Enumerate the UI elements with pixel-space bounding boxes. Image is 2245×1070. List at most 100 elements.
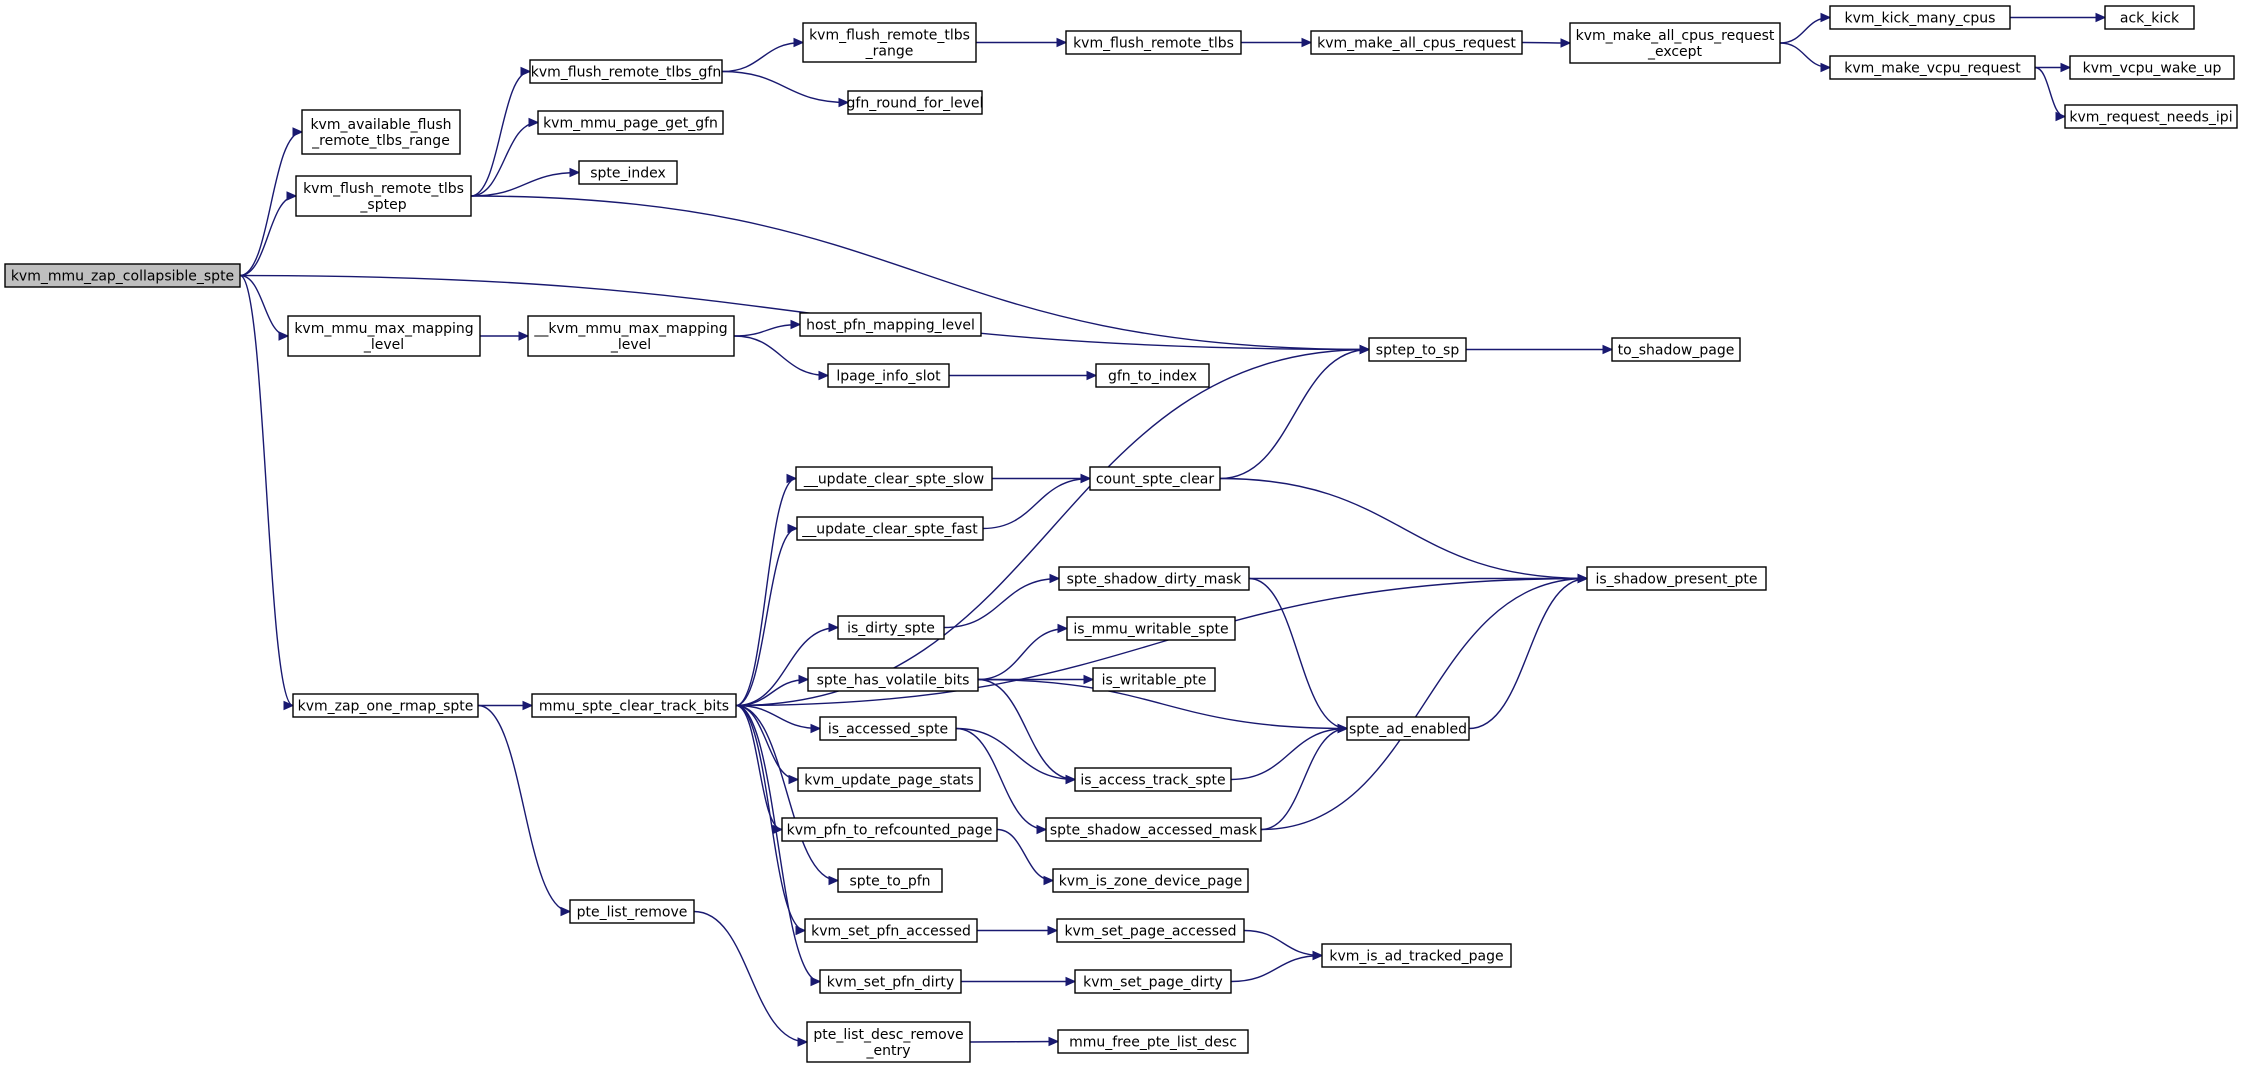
node-label: kvm_vcpu_wake_up: [2083, 61, 2222, 77]
arrowhead: [292, 127, 304, 137]
node-gfn-round-for-level[interactable]: gfn_round_for_level: [847, 90, 984, 115]
node-box: [301, 109, 461, 155]
node-box: [1368, 337, 1467, 362]
node-mmu-spte-clear-track-bits[interactable]: mmu_spte_clear_track_bits: [531, 693, 737, 718]
node-spte-shadow-dirty-mask[interactable]: spte_shadow_dirty_mask: [1058, 566, 1250, 591]
node-kvm-vcpu-wake-up[interactable]: kvm_vcpu_wake_up: [2069, 55, 2235, 80]
edge-kvm_pfn_to_refcounted_page-to-kvm_is_zone_device_page: [996, 828, 1054, 882]
node-pte-list-desc-remove-entry[interactable]: pte_list_desc_remove_entry: [806, 1021, 971, 1063]
node-kvm-flush-remote-tlbs-gfn[interactable]: kvm_flush_remote_tlbs_gfn: [529, 59, 723, 84]
node-label: kvm_request_needs_ipi: [2069, 110, 2232, 126]
node-kvm-zap-one-rmap-spte[interactable]: kvm_zap_one_rmap_spte: [292, 693, 479, 718]
node-mmu-free-pte-list-desc[interactable]: mmu_free_pte_list_desc: [1057, 1029, 1249, 1054]
node-label: spte_has_volatile_bits: [817, 673, 970, 689]
node-kvm-pfn-to-refcounted-page[interactable]: kvm_pfn_to_refcounted_page: [781, 817, 998, 842]
node-box: [1058, 566, 1250, 591]
edge-kvm_flush_remote_tlbs_sptep-to-kvm_flush_remote_tlbs_gfn: [470, 70, 531, 197]
arrowhead: [1577, 573, 1589, 584]
node-to-shadow-page[interactable]: to_shadow_page: [1611, 337, 1741, 362]
node-box: [1066, 616, 1236, 641]
node-kvm-set-pfn-accessed[interactable]: kvm_set_pfn_accessed: [804, 918, 978, 943]
node-spte-index[interactable]: spte_index: [578, 160, 678, 185]
arrowhead: [1036, 824, 1048, 835]
edge-kvm_mmu_zap_collapsible_spte-to-kvm_mmu_max_mapping_level: [239, 274, 289, 337]
node-is-writable-pte[interactable]: is_writable_pte: [1092, 667, 1216, 692]
node-label: kvm_set_pfn_accessed: [811, 924, 971, 940]
arrowhead: [798, 674, 810, 685]
node-kvm-flush-remote-tlbs-sptep[interactable]: kvm_flush_remote_tlbs_sptep: [295, 175, 472, 217]
node-pte-list-remove[interactable]: pte_list_remove: [569, 899, 695, 924]
arrowhead: [1056, 37, 1068, 48]
node-kvm-set-page-accessed[interactable]: kvm_set_page_accessed: [1056, 918, 1245, 943]
node-label: kvm_flush_remote_tlbs: [809, 28, 970, 44]
node-label: is_writable_pte: [1102, 673, 1207, 689]
node---kvm-mmu-max-mapping-level[interactable]: __kvm_mmu_max_mapping_level: [527, 315, 735, 357]
node-kvm-update-page-stats[interactable]: kvm_update_page_stats: [797, 767, 981, 792]
node-kvm-make-vcpu-request[interactable]: kvm_make_vcpu_request: [1829, 55, 2036, 80]
node-gfn-to-index[interactable]: gfn_to_index: [1095, 363, 1210, 388]
arrowhead: [1083, 674, 1095, 685]
edge-spte_shadow_accessed_mask-to-is_shadow_present_pte: [1260, 577, 1588, 831]
node-label: kvm_make_all_cpus_request: [1317, 36, 1516, 52]
node-label: is_mmu_writable_spte: [1073, 622, 1228, 638]
arrowhead: [1560, 38, 1572, 48]
node-label: __update_clear_spte_slow: [803, 472, 984, 488]
node-host-pfn-mapping-level[interactable]: host_pfn_mapping_level: [799, 312, 982, 337]
node-kvm-mmu-max-mapping-level[interactable]: kvm_mmu_max_mapping_level: [287, 315, 481, 357]
edge-__kvm_mmu_max_mapping_level-to-host_pfn_mapping_level: [733, 323, 801, 337]
node-box: [795, 466, 993, 491]
node-kvm-request-needs-ipi[interactable]: kvm_request_needs_ipi: [2064, 104, 2238, 129]
arrowhead: [1312, 950, 1324, 961]
edge-mmu_spte_clear_track_bits-to-__update_clear_spte_slow: [735, 477, 797, 707]
node-kvm-flush-remote-tlbs[interactable]: kvm_flush_remote_tlbs: [1065, 30, 1242, 55]
node-count-spte-clear[interactable]: count_spte_clear: [1089, 466, 1221, 491]
node-kvm-available-flush-remote-tlbs-range[interactable]: kvm_available_flush_remote_tlbs_range: [301, 109, 461, 155]
node-kvm-set-page-dirty[interactable]: kvm_set_page_dirty: [1074, 969, 1232, 994]
node-spte-ad-enabled[interactable]: spte_ad_enabled: [1346, 716, 1470, 741]
node-kvm-is-zone-device-page[interactable]: kvm_is_zone_device_page: [1052, 868, 1249, 893]
node-label: kvm_mmu_zap_collapsible_spte: [11, 269, 234, 285]
node-box: [797, 767, 981, 792]
node-kvm-make-all-cpus-request[interactable]: kvm_make_all_cpus_request: [1310, 30, 1523, 55]
arrowhead: [1043, 875, 1055, 886]
arrowhead: [1057, 623, 1069, 634]
arrowhead: [1065, 976, 1077, 987]
node---update-clear-spte-fast[interactable]: __update_clear_spte_fast: [796, 516, 984, 541]
node-is-dirty-spte[interactable]: is_dirty_spte: [837, 615, 945, 640]
node-spte-has-volatile-bits[interactable]: spte_has_volatile_bits: [807, 667, 979, 692]
node-label: is_access_track_spte: [1080, 773, 1225, 789]
node-kvm-is-ad-tracked-page[interactable]: kvm_is_ad_tracked_page: [1321, 943, 1512, 968]
edge-kvm_set_page_accessed-to-kvm_is_ad_tracked_page: [1243, 929, 1323, 957]
node-spte-to-pfn[interactable]: spte_to_pfn: [837, 868, 943, 893]
node-kvm-set-pfn-dirty[interactable]: kvm_set_pfn_dirty: [819, 969, 962, 994]
node-box: [292, 693, 479, 718]
node-is-mmu-writable-spte[interactable]: is_mmu_writable_spte: [1066, 616, 1236, 641]
node-kvm-flush-remote-tlbs-range[interactable]: kvm_flush_remote_tlbs_range: [802, 22, 977, 63]
node-label: __kvm_mmu_max_mapping: [533, 321, 727, 337]
node-label: count_spte_clear: [1096, 472, 1215, 488]
node-lpage-info-slot[interactable]: lpage_info_slot: [827, 363, 950, 388]
node-box: [1089, 466, 1221, 491]
node-kvm-kick-many-cpus[interactable]: kvm_kick_many_cpus: [1829, 5, 2011, 30]
node---update-clear-spte-slow[interactable]: __update_clear_spte_slow: [795, 466, 993, 491]
node-box: [827, 363, 950, 388]
node-ack-kick[interactable]: ack_kick: [2104, 5, 2195, 30]
node-box: [1065, 30, 1242, 55]
node-sptep-to-sp[interactable]: sptep_to_sp: [1368, 337, 1467, 362]
arrowhead: [810, 723, 822, 734]
node-label: _sptep: [359, 197, 406, 213]
arrowhead: [286, 191, 298, 201]
node-kvm-make-all-cpus-request-except[interactable]: kvm_make_all_cpus_request_except: [1569, 22, 1781, 64]
node-is-shadow-present-pte[interactable]: is_shadow_present_pte: [1586, 566, 1767, 591]
node-kvm-mmu-zap-collapsible-spte[interactable]: kvm_mmu_zap_collapsible_spte: [4, 263, 241, 288]
node-label: kvm_flush_remote_tlbs: [1073, 36, 1234, 52]
node-is-access-track-spte[interactable]: is_access_track_spte: [1074, 767, 1232, 792]
edge-spte_has_volatile_bits-to-spte_ad_enabled: [977, 678, 1348, 730]
node-box: [1829, 5, 2011, 30]
node-kvm-mmu-page-get-gfn[interactable]: kvm_mmu_page_get_gfn: [537, 110, 724, 135]
arrowhead: [1048, 1036, 1060, 1047]
node-label: spte_ad_enabled: [1349, 722, 1467, 738]
node-spte-shadow-accessed-mask[interactable]: spte_shadow_accessed_mask: [1045, 817, 1262, 842]
node-is-accessed-spte[interactable]: is_accessed_spte: [819, 716, 957, 741]
node-label: __update_clear_spte_fast: [801, 522, 978, 538]
